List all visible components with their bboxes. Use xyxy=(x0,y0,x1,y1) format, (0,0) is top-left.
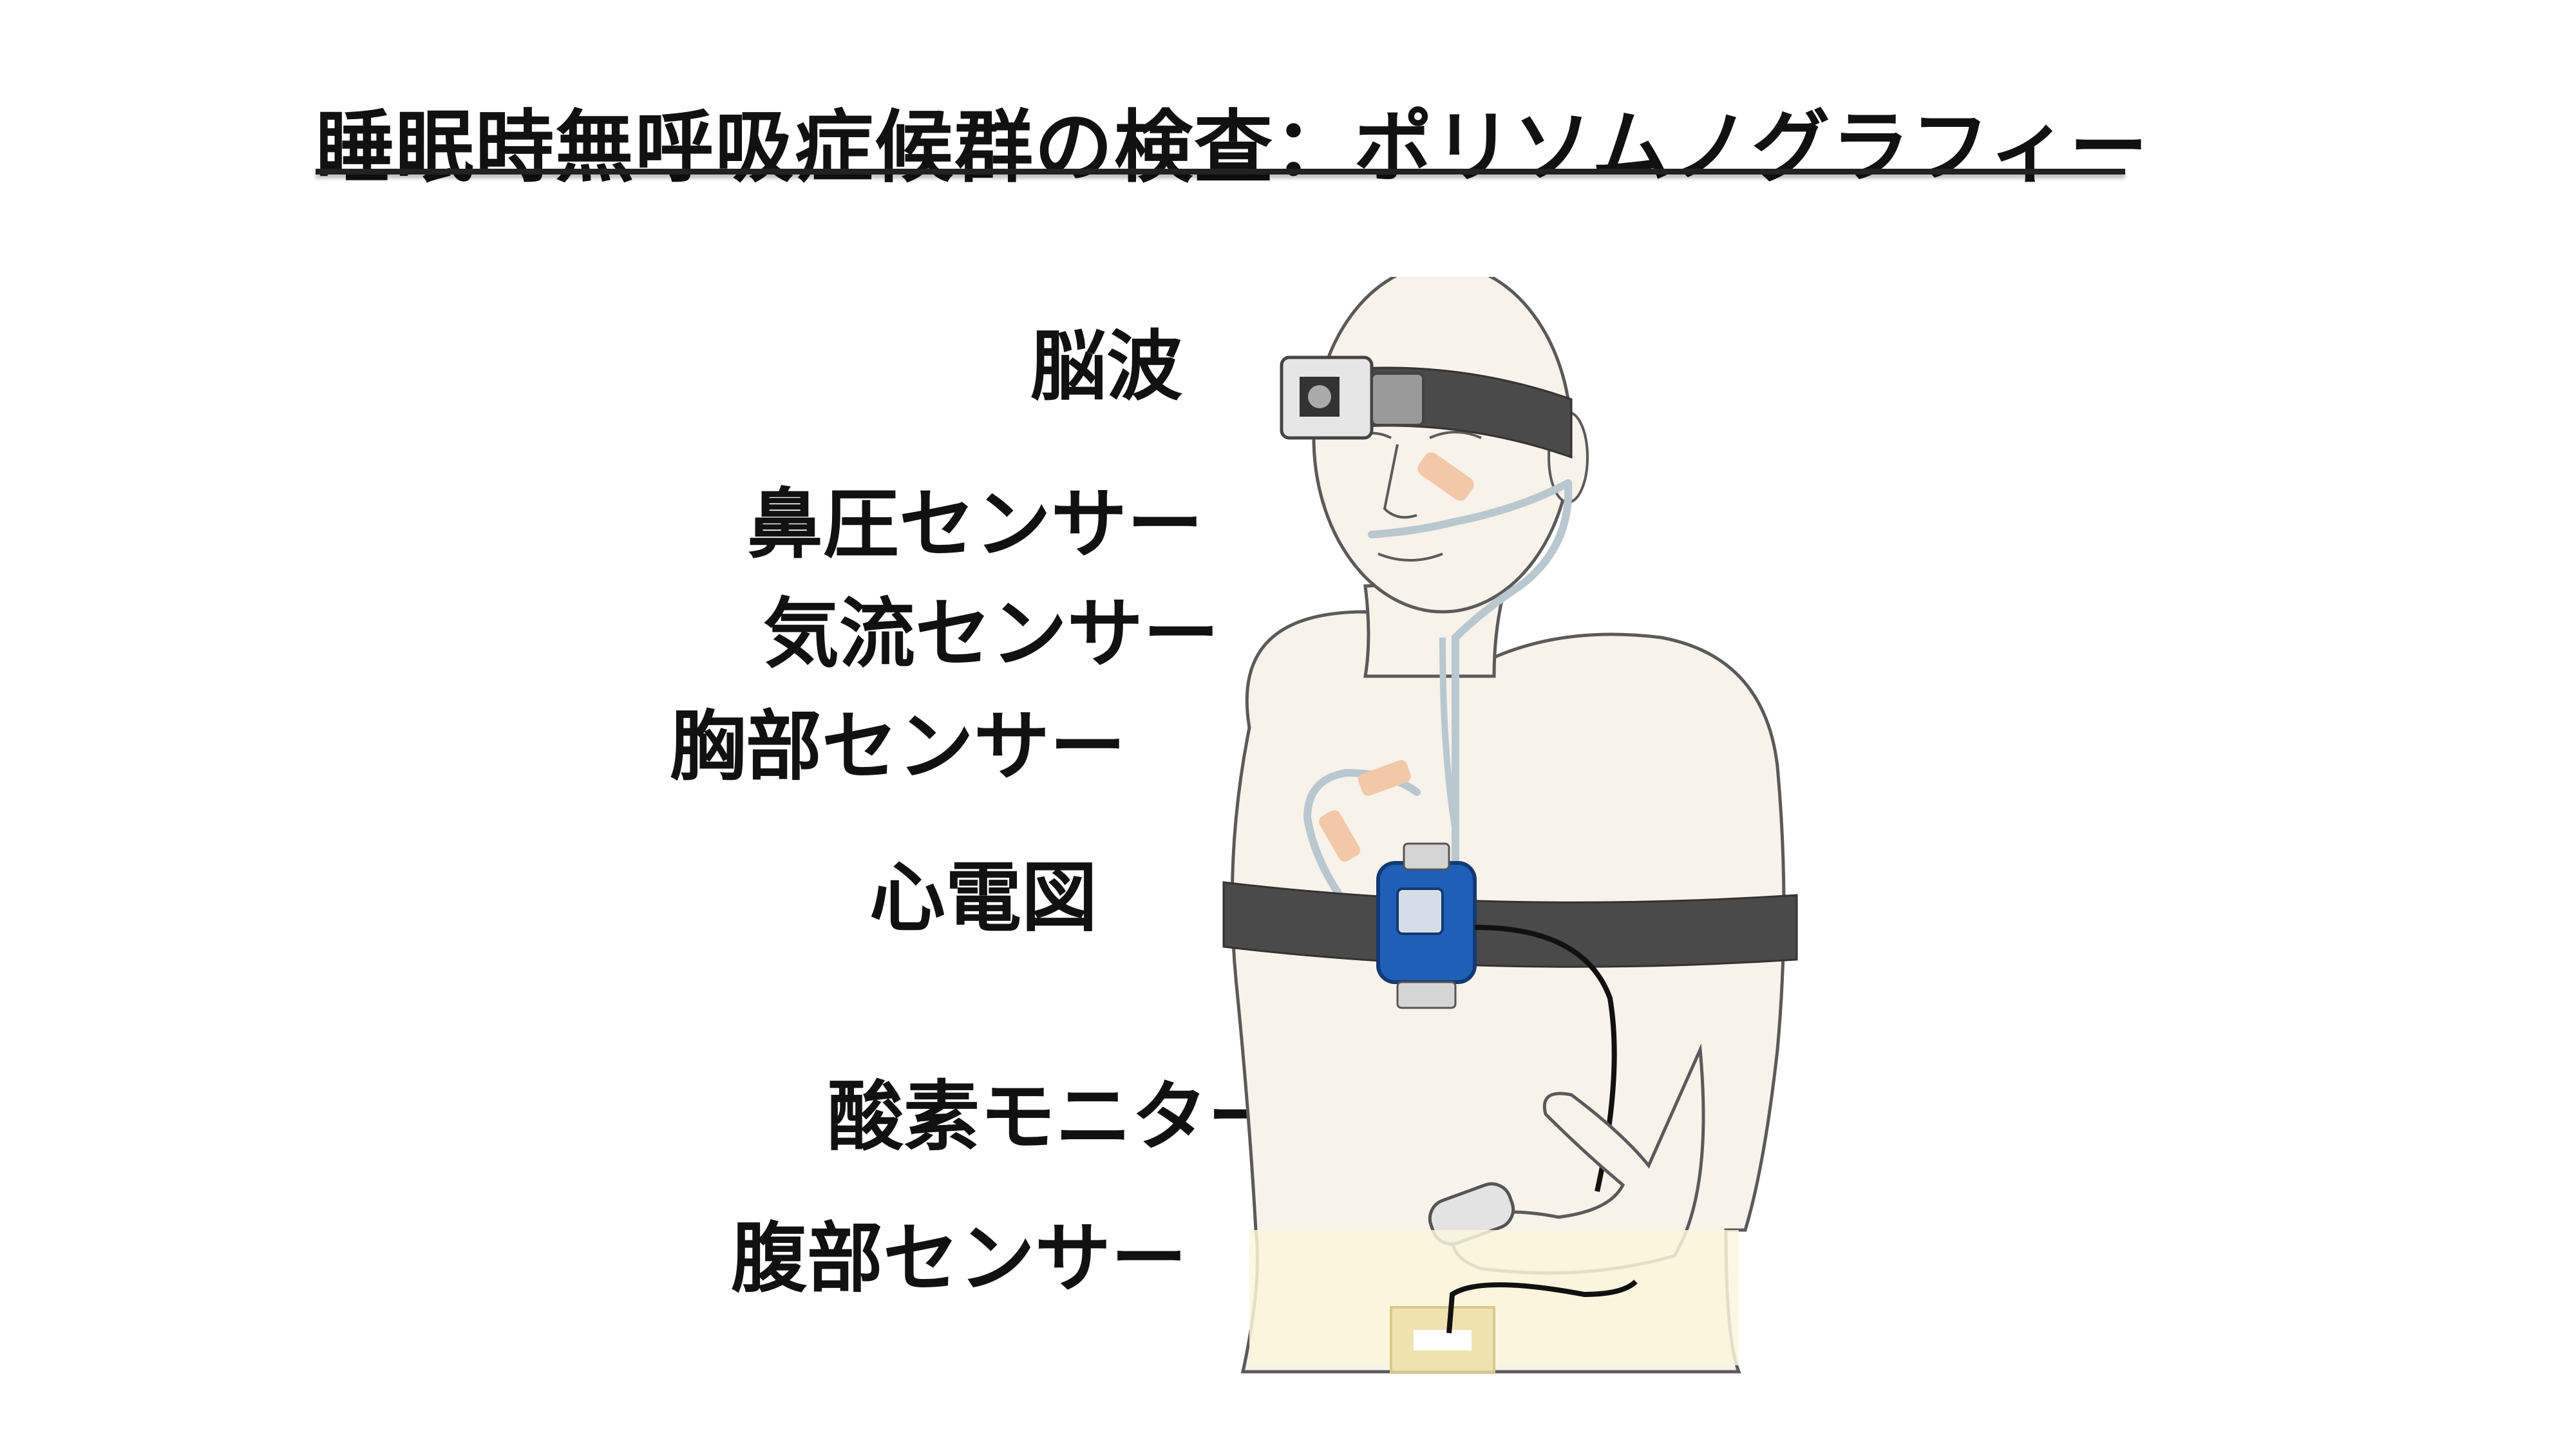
chest-tape-2 xyxy=(1319,810,1360,862)
label-chest-sensor: 胸部センサー xyxy=(670,702,1126,791)
label-nasal-pressure-sensor: 鼻圧センサー xyxy=(747,480,1204,569)
label-abdominal-sensor: 腹部センサー xyxy=(731,1214,1188,1303)
label-eeg: 脳波 xyxy=(1030,322,1183,411)
abdominal-sensor xyxy=(1390,1306,1495,1373)
polysomnography-figure xyxy=(1222,277,1798,1374)
abdominal-cable xyxy=(1446,1280,1638,1334)
label-airflow-sensor: 気流センサー xyxy=(763,589,1220,678)
label-oxygen-monitor: 酸素モニター xyxy=(828,1072,1284,1161)
chest-tape-1 xyxy=(1358,760,1411,796)
label-ecg: 心電図 xyxy=(869,853,1098,942)
title-underline xyxy=(316,169,2125,175)
cheek-tape xyxy=(1417,452,1474,501)
page-title: 睡眠時無呼吸症候群の検査：ポリソムノグラフィー xyxy=(316,102,2150,193)
